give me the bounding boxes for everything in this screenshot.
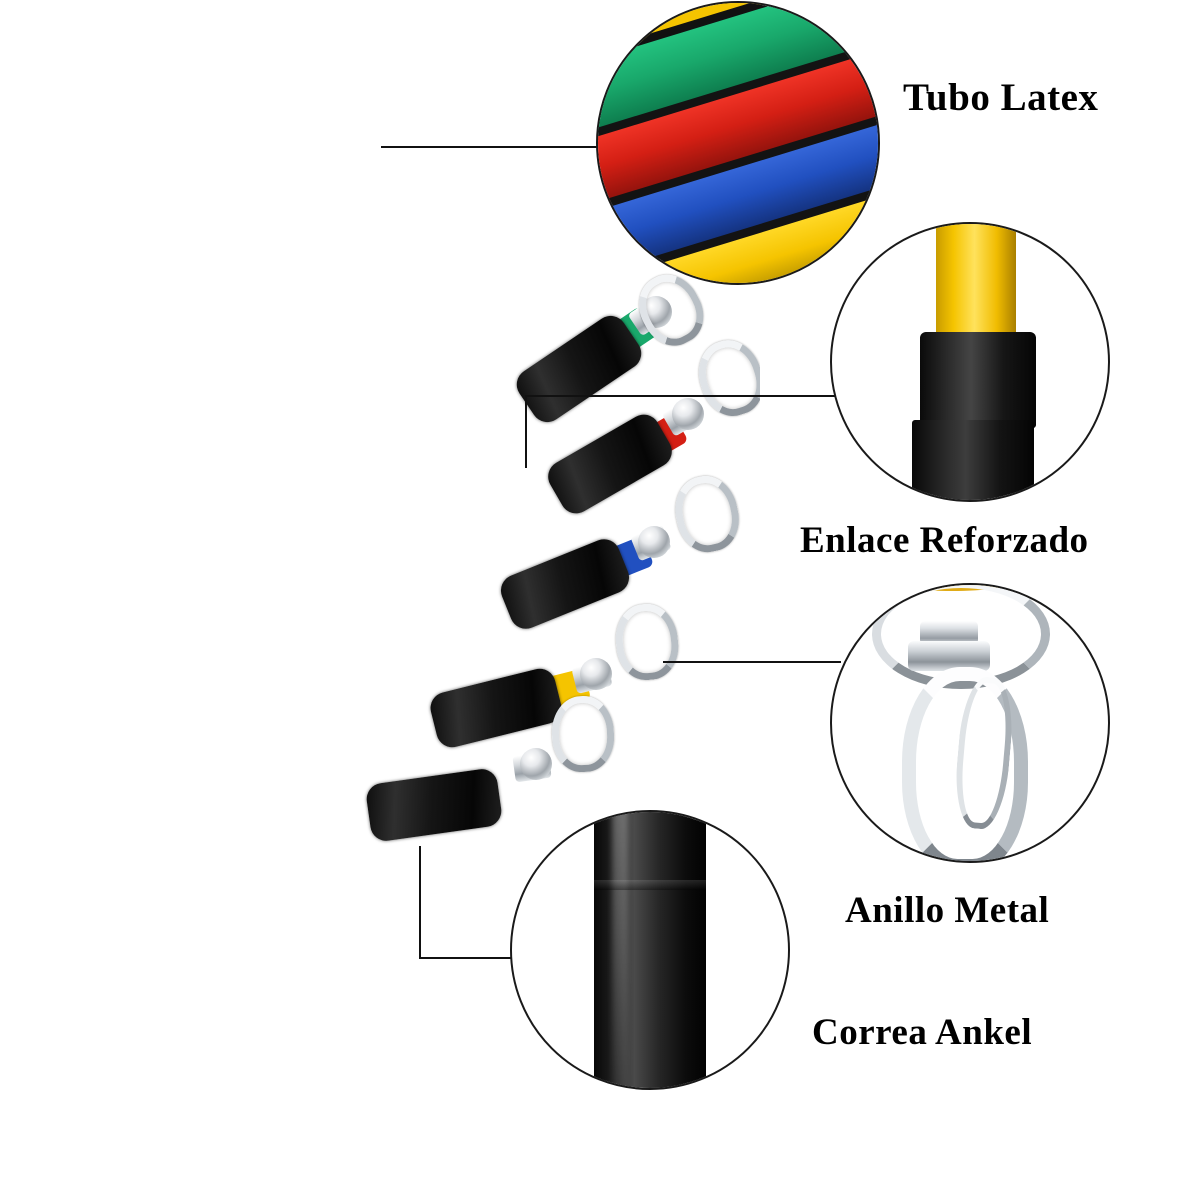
callout-circle-enlace-reforzado bbox=[830, 222, 1110, 502]
leader-bracket-horizontal-correa bbox=[419, 957, 514, 959]
metal-ring-3 bbox=[638, 526, 670, 558]
callout-circle-correa-ankel bbox=[510, 810, 790, 1090]
leader-line-tubo-latex bbox=[381, 146, 603, 148]
detail-black-sleeve-lower bbox=[912, 420, 1034, 500]
label-enlace-reforzado: Enlace Reforzado bbox=[800, 520, 1089, 561]
metal-ring-2 bbox=[672, 398, 704, 430]
callout-circle-anillo-metal bbox=[830, 583, 1110, 863]
label-tubo-latex: Tubo Latex bbox=[903, 76, 1099, 119]
detail-swivel-collar bbox=[908, 641, 990, 671]
detail-ankle-cuff-highlight bbox=[612, 812, 628, 1088]
metal-ring-5 bbox=[520, 748, 552, 780]
leader-bracket-vertical-enlace bbox=[525, 396, 527, 468]
leader-bracket-horizontal-enlace bbox=[525, 395, 837, 397]
detail-black-sleeve bbox=[920, 332, 1036, 428]
metal-ring-4 bbox=[580, 658, 612, 690]
detail-ankle-cuff-seam bbox=[594, 880, 706, 890]
detail-yellow-tube bbox=[936, 224, 1016, 340]
label-correa-ankel: Correa Ankel bbox=[812, 1012, 1033, 1053]
detail-ankle-cuff bbox=[594, 812, 706, 1088]
metal-ring-1 bbox=[640, 296, 672, 328]
callout-circle-tubo-latex bbox=[596, 1, 880, 285]
leader-bracket-vertical-correa bbox=[419, 846, 421, 959]
callout-image-ankle-strap bbox=[512, 812, 788, 1088]
label-anillo-metal: Anillo Metal bbox=[845, 890, 1050, 931]
callout-image-metal-ring bbox=[832, 585, 1108, 861]
snap-hook-5 bbox=[550, 694, 616, 774]
leader-line-anillo-metal bbox=[663, 661, 841, 663]
callout-image-reinforced-link bbox=[832, 224, 1108, 500]
